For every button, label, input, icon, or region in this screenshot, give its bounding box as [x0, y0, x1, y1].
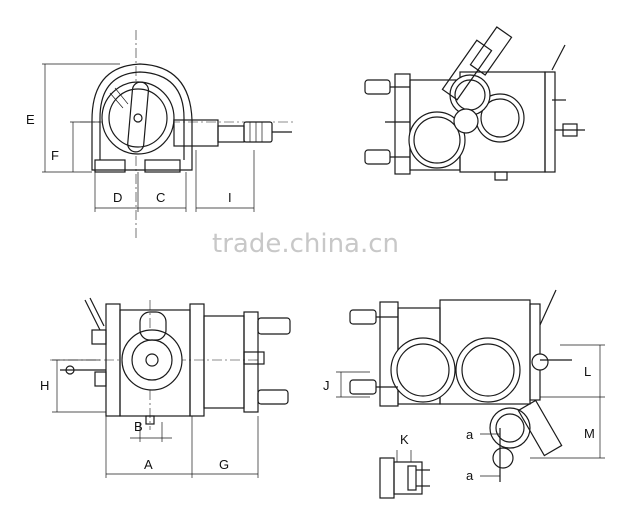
label-C: C	[156, 190, 165, 205]
watermark: trade.china.cn	[212, 229, 399, 259]
label-D: D	[113, 190, 122, 205]
label-B: B	[134, 419, 143, 434]
label-A: A	[144, 457, 153, 472]
label-J: J	[323, 378, 330, 393]
label-F: F	[51, 148, 59, 163]
label-M: M	[584, 426, 595, 441]
dimensions-bottom-right	[336, 344, 605, 482]
view-front-top-left	[80, 30, 296, 240]
view-front-bottom-left	[50, 297, 291, 430]
label-I: I	[228, 190, 232, 205]
label-H: H	[40, 378, 49, 393]
label-K: K	[400, 432, 409, 447]
dimensions-top-left	[42, 63, 255, 212]
label-a-lower: a	[466, 468, 474, 483]
dimensions-bottom-left	[52, 359, 259, 478]
label-L: L	[584, 364, 591, 379]
label-E: E	[26, 112, 35, 127]
view-side-top-right	[364, 26, 585, 181]
dimension-labels: E F D C I H B A G J K L M a a	[26, 112, 595, 483]
label-G: G	[219, 457, 229, 472]
label-a-upper: a	[466, 427, 474, 442]
view-side-bottom-right	[349, 289, 572, 499]
